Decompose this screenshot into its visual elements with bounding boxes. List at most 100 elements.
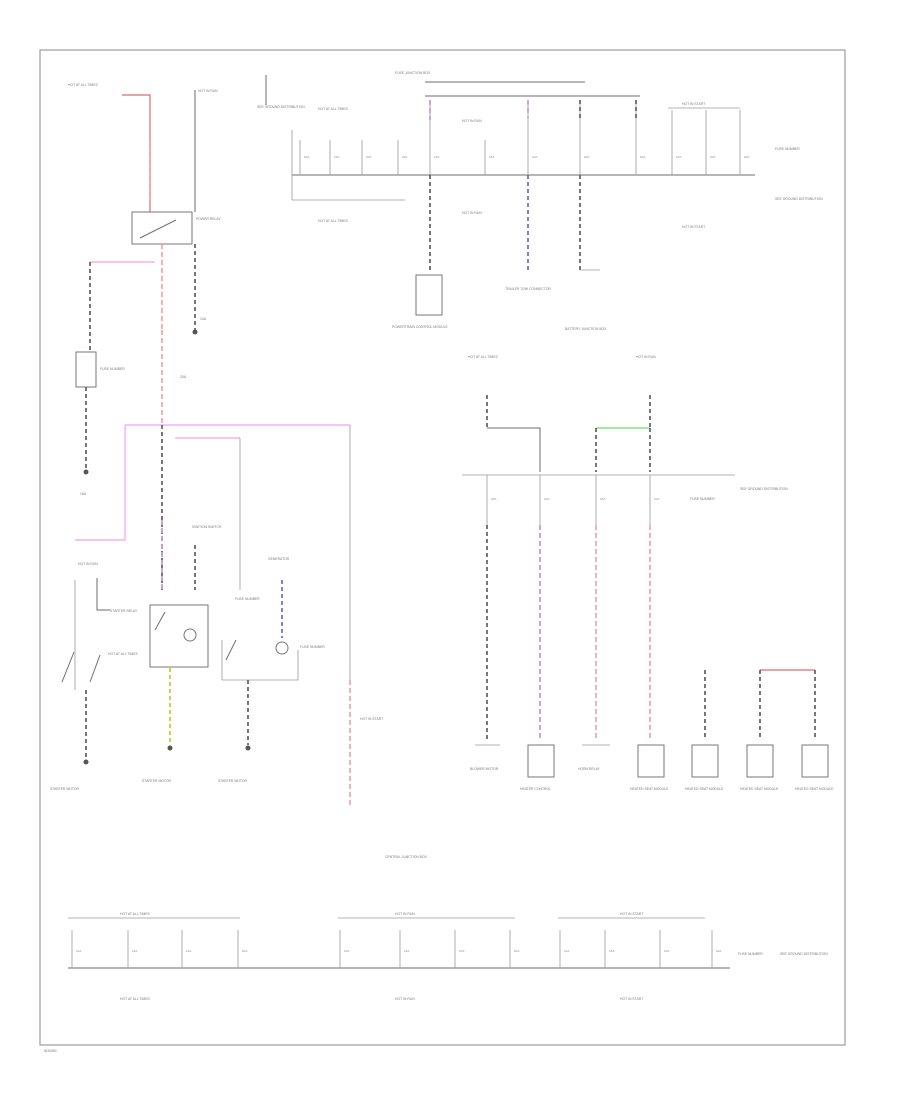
mid-fuse-4: 10A bbox=[649, 475, 659, 525]
top-fuse-5: 10A bbox=[429, 100, 439, 175]
label-generator: GENERATOR bbox=[268, 557, 290, 561]
bottom-fuse-5: 10A bbox=[339, 930, 349, 968]
top-fuse-4: 20A bbox=[397, 140, 407, 175]
svg-text:15A: 15A bbox=[489, 155, 494, 159]
pcm-box bbox=[415, 274, 443, 316]
top-fuse-9: 10A bbox=[635, 100, 645, 175]
svg-text:20A: 20A bbox=[584, 155, 589, 159]
label-see-ground-bot: SEE GROUND DISTRIBUTION bbox=[780, 952, 828, 956]
svg-text:10A: 10A bbox=[710, 155, 715, 159]
label-left-switch: HOT AT ALL TIMES bbox=[108, 652, 139, 656]
label-top-a: HOT AT ALL TIMES bbox=[318, 107, 349, 111]
load-heater-control: HEATER CONTROL bbox=[520, 744, 555, 791]
bottom-fuse-8: 20A bbox=[509, 930, 519, 968]
label-starter-motor-b: STARTER MOTOR bbox=[142, 779, 172, 783]
svg-text:10A: 10A bbox=[304, 155, 309, 159]
label-hot-at-all-times-1: HOT AT ALL TIMES bbox=[68, 83, 99, 87]
bottom-fuse-6: 15A bbox=[399, 930, 409, 968]
svg-text:HEATED SEAT MODULE: HEATED SEAT MODULE bbox=[685, 787, 724, 791]
label-bot-c: HOT IN START bbox=[620, 912, 643, 916]
splice-node-4 bbox=[167, 745, 173, 751]
svg-text:20A: 20A bbox=[242, 949, 247, 953]
label-hot-in-run: HOT IN RUN bbox=[198, 89, 218, 93]
mid-fuse-2: 20A bbox=[539, 475, 549, 525]
top-fuse-6: 15A bbox=[484, 140, 494, 175]
label-starter-relay: STARTER RELAY bbox=[110, 609, 138, 613]
label-pcm: POWERTRAIN CONTROL MODULE bbox=[392, 325, 448, 329]
label-top-d: HOT AT ALL TIMES bbox=[318, 219, 349, 223]
starter-section: 20A HOT IN START IGNITION SWITCH GENERAT… bbox=[50, 330, 383, 805]
splice-node-5 bbox=[245, 745, 251, 751]
label-power-relay: POWER RELAY bbox=[196, 217, 221, 221]
label-central-junction-box: CENTRAL JUNCTION BOX bbox=[385, 855, 428, 859]
bottom-fuse-4: 20A bbox=[237, 930, 247, 968]
mid-fuse-1: 30A bbox=[486, 475, 496, 525]
label-see-ground: SEE GROUND DISTRIBUTION bbox=[257, 105, 305, 109]
splice-node-1 bbox=[192, 329, 198, 335]
svg-text:10A: 10A bbox=[366, 155, 371, 159]
load-heated-seat-1: HEATED SEAT MODULE bbox=[630, 744, 669, 791]
central-junction-box: CENTRAL JUNCTION BOX HOT AT ALL TIMES HO… bbox=[68, 855, 828, 1001]
svg-text:20A: 20A bbox=[402, 155, 407, 159]
label-top-c: HOT IN START bbox=[682, 102, 705, 106]
label-fuse-number-bot: FUSE NUMBER bbox=[738, 952, 763, 956]
label-bot-f: HOT IN START bbox=[620, 997, 643, 1001]
label-fuse-junction-box: FUSE JUNCTION BOX bbox=[395, 71, 431, 75]
svg-text:BLOWER MOTOR: BLOWER MOTOR bbox=[470, 767, 499, 771]
label-hot-in-run-left: HOT IN RUN bbox=[78, 562, 98, 566]
label-fuse-rating-b: 15A bbox=[80, 492, 87, 496]
svg-text:HEATED SEAT MODULE: HEATED SEAT MODULE bbox=[795, 787, 834, 791]
load-heated-seat-3: HEATED SEAT MODULE bbox=[740, 744, 779, 791]
label-mid-hot-b: HOT IN RUN bbox=[636, 355, 656, 359]
top-fuse-10: 15A bbox=[671, 110, 681, 175]
splice-node-3 bbox=[83, 759, 89, 765]
svg-text:10A: 10A bbox=[564, 949, 569, 953]
svg-text:10A: 10A bbox=[640, 155, 645, 159]
bottom-fuse-1: 10A bbox=[71, 930, 81, 968]
label-bot-a: HOT AT ALL TIMES bbox=[120, 912, 151, 916]
label-see-ground-top: SEE GROUND DISTRIBUTION bbox=[775, 197, 823, 201]
top-fuse-11: 10A bbox=[705, 110, 715, 175]
battery-junction-box: BATTERY JUNCTION BOX HOT AT ALL TIMES HO… bbox=[462, 327, 834, 791]
label-fuse-number-1: FUSE NUMBER bbox=[100, 367, 125, 371]
label-top-f: HOT IN START bbox=[682, 225, 705, 229]
bottom-fuse-10: 15A bbox=[604, 930, 614, 968]
svg-text:20A: 20A bbox=[544, 497, 549, 501]
label-top-e: HOT IN RUN bbox=[462, 211, 482, 215]
label-fuse-number-mid-left: FUSE NUMBER bbox=[235, 597, 260, 601]
generator-coil bbox=[275, 641, 289, 655]
top-fuse-3: 10A bbox=[361, 140, 371, 175]
load-heated-seat-4: HEATED SEAT MODULE bbox=[795, 744, 834, 791]
power-relay-box bbox=[131, 211, 193, 245]
svg-text:HEATED SEAT MODULE: HEATED SEAT MODULE bbox=[630, 787, 669, 791]
splice-node-2 bbox=[83, 469, 89, 475]
label-top-b: HOT IN RUN bbox=[462, 119, 482, 123]
svg-text:30A: 30A bbox=[491, 497, 496, 501]
svg-text:10A: 10A bbox=[532, 155, 537, 159]
label-starter-motor-c: STARTER MOTOR bbox=[218, 779, 248, 783]
label-fuse-number-top: FUSE NUMBER bbox=[775, 147, 800, 151]
svg-text:15A: 15A bbox=[334, 155, 339, 159]
svg-text:20A: 20A bbox=[514, 949, 519, 953]
svg-text:HEATED SEAT MODULE: HEATED SEAT MODULE bbox=[740, 787, 779, 791]
bottom-fuse-12: 20A bbox=[711, 930, 721, 968]
svg-text:15A: 15A bbox=[132, 949, 137, 953]
label-battery-junction-box: BATTERY JUNCTION BOX bbox=[565, 327, 607, 331]
svg-text:10A: 10A bbox=[654, 497, 659, 501]
svg-text:10A: 10A bbox=[186, 949, 191, 953]
svg-text:10A: 10A bbox=[664, 949, 669, 953]
svg-text:20A: 20A bbox=[744, 155, 749, 159]
bottom-fuse-7: 10A bbox=[454, 930, 464, 968]
diode-box bbox=[75, 351, 97, 388]
svg-text:10A: 10A bbox=[434, 155, 439, 159]
load-blower-motor: BLOWER MOTOR bbox=[470, 744, 500, 771]
top-fuse-8: 20A bbox=[579, 100, 589, 175]
fuse-junction-box-top: FUSE JUNCTION BOX HOT AT ALL TIMES HOT I… bbox=[291, 71, 823, 329]
label-fuse-rating-c: 20A bbox=[180, 375, 187, 379]
label-bot-b: HOT IN RUN bbox=[395, 912, 415, 916]
figure-id: W34550 bbox=[44, 1049, 57, 1053]
svg-text:10A: 10A bbox=[76, 949, 81, 953]
label-fuse-rating-a: 10A bbox=[200, 317, 207, 321]
svg-text:15A: 15A bbox=[676, 155, 681, 159]
